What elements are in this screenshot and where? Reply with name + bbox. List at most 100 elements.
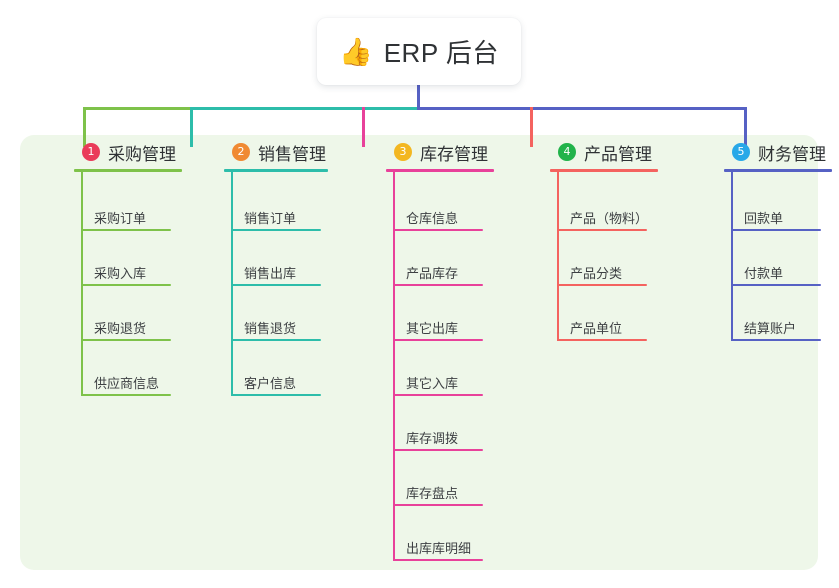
- column-item-label: 付款单: [744, 266, 784, 281]
- column-item[interactable]: 客户信息: [212, 346, 328, 401]
- column-item[interactable]: 销售订单: [212, 181, 328, 236]
- column-header[interactable]: 2 销售管理: [212, 135, 328, 169]
- column-item[interactable]: 库存盘点: [374, 456, 494, 511]
- column-header[interactable]: 3 库存管理: [374, 135, 494, 169]
- drop-line-col1: [83, 107, 86, 147]
- column-item[interactable]: 其它出库: [374, 291, 494, 346]
- column-container: 1 采购管理采购订单采购入库采购退货供应商信息 2 销售管理销售订单销售出库销售退货客…: [20, 135, 832, 570]
- column-item-underline: [81, 284, 171, 286]
- column-item-underline: [393, 449, 483, 451]
- drop-line-col4: [530, 107, 533, 147]
- column-title: 库存管理: [420, 144, 488, 164]
- column-item-label: 采购退货: [94, 321, 147, 336]
- drop-line-col5: [744, 107, 747, 147]
- column-underline: [386, 169, 494, 172]
- column-item[interactable]: 结算账户: [712, 291, 832, 346]
- diagram-panel: [20, 135, 818, 570]
- column-item[interactable]: 销售退货: [212, 291, 328, 346]
- column-item-label: 销售出库: [244, 266, 297, 281]
- column-item-label: 产品（物料）: [570, 211, 649, 226]
- column-title: 采购管理: [108, 144, 176, 164]
- column-underline: [74, 169, 182, 172]
- column-item[interactable]: 产品库存: [374, 236, 494, 291]
- drop-line-col2: [190, 107, 193, 147]
- column-item-label: 仓库信息: [406, 211, 459, 226]
- column-item[interactable]: 产品分类: [538, 236, 658, 291]
- column-item-underline: [393, 229, 483, 231]
- column-items: 仓库信息产品库存其它出库其它入库库存调拨库存盘点出库库明细: [374, 172, 494, 566]
- column-title: 财务管理: [758, 144, 826, 164]
- column-number-badge: 5: [732, 143, 750, 161]
- column-item-label: 回款单: [744, 211, 784, 226]
- column-item-label: 出库库明细: [406, 541, 472, 556]
- column-item-label: 客户信息: [244, 376, 297, 391]
- bus-segment-1: [83, 107, 192, 110]
- column-item[interactable]: 采购订单: [62, 181, 182, 236]
- column-item-underline: [557, 229, 647, 231]
- column-item[interactable]: 产品单位: [538, 291, 658, 346]
- column-item-label: 库存盘点: [406, 486, 459, 501]
- column-item[interactable]: 采购退货: [62, 291, 182, 346]
- column-item[interactable]: 产品（物料）: [538, 181, 658, 236]
- column-item-underline: [731, 284, 821, 286]
- column-item-label: 采购入库: [94, 266, 147, 281]
- column-item[interactable]: 销售出库: [212, 236, 328, 291]
- column-items: 采购订单采购入库采购退货供应商信息: [62, 172, 182, 401]
- column-underline: [550, 169, 658, 172]
- column-item[interactable]: 供应商信息: [62, 346, 182, 401]
- column-item-underline: [557, 339, 647, 341]
- column-number-badge: 3: [394, 143, 412, 161]
- column-items: 销售订单销售出库销售退货客户信息: [212, 172, 328, 401]
- column-item-underline: [393, 339, 483, 341]
- bus-segment-4: [417, 107, 747, 110]
- column-underline: [224, 169, 328, 172]
- column-item-label: 产品分类: [570, 266, 623, 281]
- column-item-underline: [731, 339, 821, 341]
- column-item-label: 库存调拨: [406, 431, 459, 446]
- column-item[interactable]: 仓库信息: [374, 181, 494, 236]
- bus-segment-2: [190, 107, 419, 110]
- root-node-label: ERP 后台: [383, 38, 499, 68]
- column-item[interactable]: 其它入库: [374, 346, 494, 401]
- column-item-underline: [557, 284, 647, 286]
- column-item[interactable]: 回款单: [712, 181, 832, 236]
- column-item[interactable]: 付款单: [712, 236, 832, 291]
- column-item-underline: [231, 394, 321, 396]
- column-item-underline: [231, 284, 321, 286]
- column-item-underline: [231, 229, 321, 231]
- column-stem-line: [731, 172, 733, 341]
- column-stem-line: [393, 172, 395, 561]
- column-item[interactable]: 采购入库: [62, 236, 182, 291]
- column-items: 回款单付款单结算账户: [712, 172, 832, 346]
- column-title: 产品管理: [584, 144, 652, 164]
- column-销售管理: 2 销售管理销售订单销售出库销售退货客户信息: [212, 135, 328, 401]
- column-item[interactable]: 库存调拨: [374, 401, 494, 456]
- column-number-badge: 1: [82, 143, 100, 161]
- column-header[interactable]: 5 财务管理: [712, 135, 832, 169]
- column-item-label: 销售订单: [244, 211, 297, 226]
- column-item-label: 产品库存: [406, 266, 459, 281]
- column-item-underline: [393, 394, 483, 396]
- trunk-vertical-line: [417, 85, 420, 109]
- drop-line-col3: [362, 107, 365, 147]
- column-items: 产品（物料） 产品分类产品单位: [538, 172, 658, 346]
- column-stem-line: [557, 172, 559, 341]
- column-item-label: 产品单位: [570, 321, 623, 336]
- column-underline: [724, 169, 832, 172]
- column-item-underline: [81, 229, 171, 231]
- thumbs-up-icon: 👍: [339, 37, 373, 67]
- column-header[interactable]: 1 采购管理: [62, 135, 182, 169]
- column-item-underline: [731, 229, 821, 231]
- column-item-label: 结算账户: [744, 321, 797, 336]
- column-库存管理: 3 库存管理仓库信息产品库存其它出库其它入库库存调拨库存盘点出库库明细: [374, 135, 494, 566]
- column-财务管理: 5 财务管理回款单付款单结算账户: [712, 135, 832, 346]
- column-item-underline: [81, 339, 171, 341]
- column-item[interactable]: 出库库明细: [374, 511, 494, 566]
- column-number-badge: 2: [232, 143, 250, 161]
- column-item-label: 供应商信息: [94, 376, 160, 391]
- column-采购管理: 1 采购管理采购订单采购入库采购退货供应商信息: [62, 135, 182, 401]
- column-title: 销售管理: [258, 144, 326, 164]
- root-node-card[interactable]: 👍 ERP 后台: [317, 18, 521, 85]
